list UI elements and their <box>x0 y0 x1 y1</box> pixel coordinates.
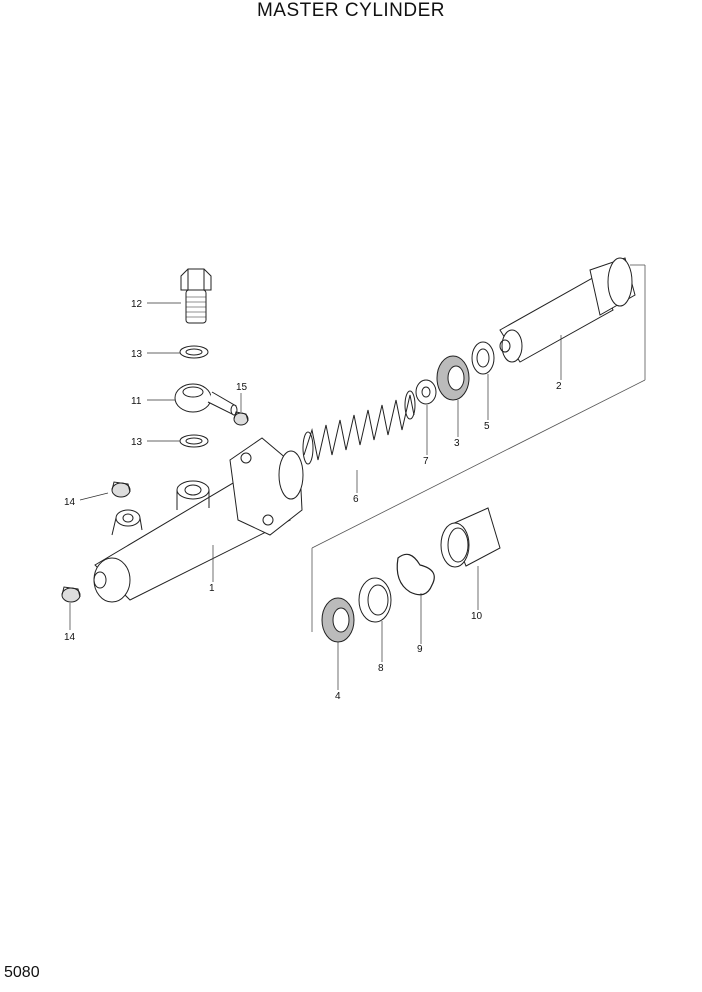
callout-14-lower: 14 <box>64 632 76 643</box>
retainer-part-9 <box>396 553 435 596</box>
washer-part-13-upper <box>179 345 209 359</box>
callout-4: 4 <box>335 691 341 702</box>
callout-14-upper: 14 <box>64 497 76 508</box>
washer-part-13-lower <box>179 434 209 448</box>
callout-5: 5 <box>484 421 490 432</box>
callout-labels: 12 13 11 13 15 14 14 1 6 7 3 5 2 10 9 8 … <box>64 299 562 702</box>
washer-part-5 <box>471 341 495 375</box>
callout-10: 10 <box>471 611 483 622</box>
cap-part-15 <box>233 411 249 426</box>
callout-13-upper: 13 <box>131 349 143 360</box>
callout-7: 7 <box>423 456 429 467</box>
plug-part-14-upper <box>111 481 131 498</box>
ring-part-7 <box>415 379 437 405</box>
cylinder-body-part-1 <box>93 437 304 603</box>
banjo-fitting-part-11 <box>174 383 238 416</box>
bolt-part-12 <box>180 268 212 324</box>
spring-part-6 <box>302 390 416 465</box>
callout-2: 2 <box>556 381 562 392</box>
push-rod-part-2 <box>499 257 636 363</box>
callout-11: 11 <box>131 396 142 407</box>
page-title: MASTER CYLINDER <box>256 0 446 21</box>
callout-3: 3 <box>454 438 460 449</box>
plug-part-14-lower <box>61 586 81 603</box>
callout-8: 8 <box>378 663 384 674</box>
page-number: 5080 <box>4 964 40 981</box>
sleeve-part-10 <box>440 507 501 568</box>
repair-kit-boundary <box>311 264 646 632</box>
callout-15: 15 <box>236 382 248 393</box>
seal-part-4 <box>321 597 355 643</box>
callout-9: 9 <box>417 644 423 655</box>
callout-12: 12 <box>131 299 143 310</box>
washer-part-8 <box>358 577 392 623</box>
seal-part-3 <box>436 355 470 401</box>
leader-lines <box>69 302 562 690</box>
callout-13-lower: 13 <box>131 437 143 448</box>
callout-6: 6 <box>353 494 359 505</box>
callout-1: 1 <box>209 583 215 594</box>
